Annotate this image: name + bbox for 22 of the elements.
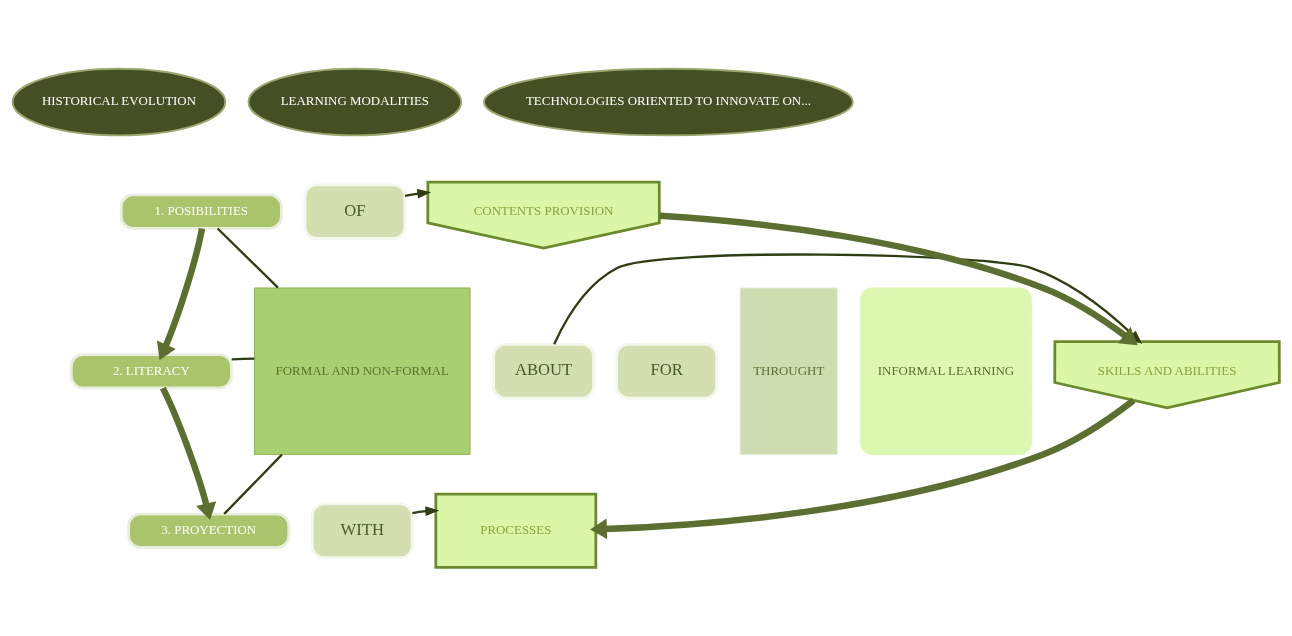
node-box: FORMAL AND NON-FORMAL — [254, 287, 471, 455]
node-box: WITH — [310, 502, 414, 559]
connector — [231, 357, 255, 361]
arrow — [156, 227, 206, 361]
node-ellipse: LEARNING MODALITIES — [247, 67, 463, 137]
node-box: 1. POSIBILITIES — [119, 193, 283, 230]
node-box: PROCESSES — [434, 492, 598, 569]
arrow — [412, 506, 440, 517]
node-ellipse: TECHNOLOGIES ORIENTED TO INNOVATE ON... — [483, 67, 854, 137]
node-box: 3. PROYECTION — [127, 512, 291, 549]
connector — [216, 227, 279, 289]
node-box: INFORMAL LEARNING — [859, 287, 1032, 455]
node-box: OF — [303, 183, 407, 240]
arrow — [659, 212, 1138, 346]
node-box: THROUGHT — [739, 287, 838, 455]
arrow — [590, 397, 1136, 540]
arrow — [159, 386, 217, 521]
node-box: ABOUT — [492, 342, 595, 400]
node-ellipse: HISTORICAL EVOLUTION — [11, 67, 227, 137]
connector — [223, 453, 283, 515]
node-box: FOR — [615, 342, 718, 400]
node-box: 2. LITERACY — [69, 353, 233, 390]
